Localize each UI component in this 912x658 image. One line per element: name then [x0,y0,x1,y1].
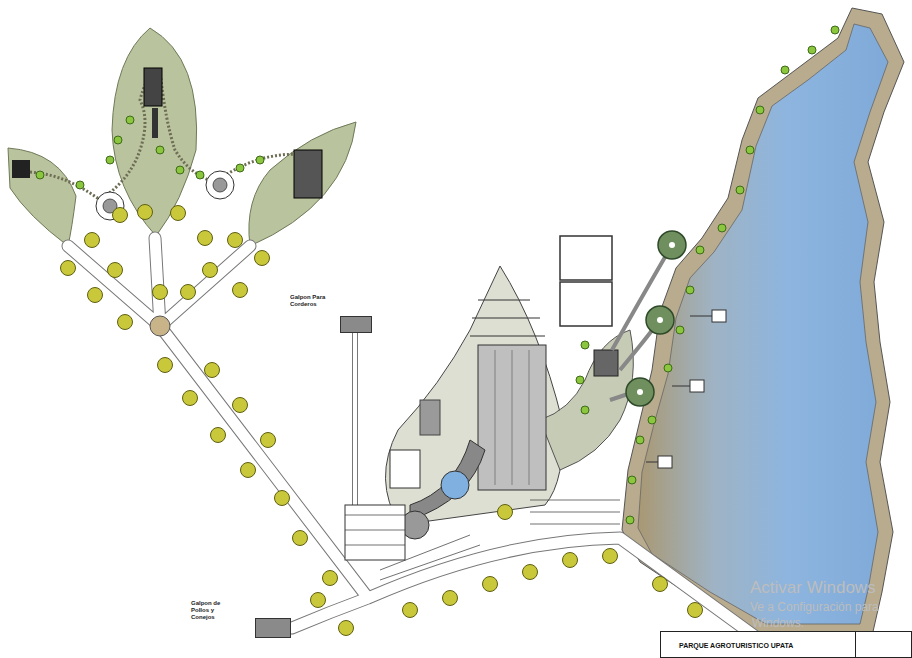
tree-symbol [781,66,789,74]
tree-symbol [241,463,256,478]
tree-symbol [156,146,164,154]
tree-symbol [181,285,196,300]
tree-symbol [198,231,213,246]
title-block-divider [855,632,856,658]
tree-symbol [255,251,270,266]
tree-symbol [256,156,264,164]
title-text: PARQUE AGROTURISTICO UPATA [679,642,793,649]
tree-symbol [61,261,76,276]
title-block: PARQUE AGROTURISTICO UPATA [660,631,912,658]
tree-symbol [233,398,248,413]
tree-symbol [686,286,694,294]
watermark-text: Windows. [752,616,804,630]
tree-symbol [114,136,122,144]
tree-symbol [339,621,354,636]
tree-symbol [126,116,134,124]
tree-symbol [275,491,290,506]
tree-symbol [483,577,498,592]
tree-symbol [676,326,684,334]
tree-symbol [563,553,578,568]
tree-symbol [88,288,103,303]
tree-symbol [576,376,584,384]
tree-symbol [756,106,764,114]
tree-symbol [443,591,458,606]
tree-symbol [736,186,744,194]
tree-symbol [106,156,114,164]
tree-symbol [293,531,308,546]
tree-symbol [523,565,538,580]
shed-box [340,316,372,333]
tree-symbol [183,391,198,406]
tree-symbol [76,181,84,189]
tree-symbol [403,603,418,618]
shed-node: Galpon Para Corderos [290,294,334,308]
tree-symbol [261,433,276,448]
tree-symbol [653,577,668,592]
tree-symbol [113,208,128,223]
shed-label: Galpon de Pollos y Conejos [191,600,237,621]
tree-symbol [648,416,656,424]
tree-symbol [203,263,218,278]
tree-symbol [628,476,636,484]
tree-symbol [746,146,754,154]
tree-symbol [323,571,338,586]
watermark-text: Ve a Configuración para [750,600,879,614]
tree-symbol [36,171,44,179]
tree-symbol [176,166,184,174]
tree-symbol [831,26,839,34]
tree-symbol [808,46,816,54]
tree-symbol [688,603,703,618]
tree-symbol [196,171,204,179]
tree-symbol [498,505,513,520]
tree-symbol [228,233,243,248]
tree-symbol [118,315,133,330]
tree-symbol [138,205,153,220]
tree-symbol [626,516,634,524]
tree-symbol [636,436,644,444]
tree-symbol [158,358,173,373]
tree-symbol [108,263,123,278]
tree-symbol [171,206,186,221]
tree-symbol [153,285,168,300]
tree-symbol [205,363,220,378]
tree-symbol [581,406,589,414]
tree-symbol [603,549,618,564]
shed-box [255,618,291,638]
tree-symbol [233,283,248,298]
tree-symbol [664,364,672,372]
tree-symbol [718,224,726,232]
shed-label: Galpon Para Corderos [290,294,334,308]
tree-symbol [85,233,100,248]
shed-node: Galpon de Pollos y Conejos [191,600,237,621]
tree-symbol [211,428,226,443]
watermark-text: Activar Windows [750,578,876,598]
tree-symbol [581,341,589,349]
tree-symbol [236,164,244,172]
tree-symbol [696,246,704,254]
tree-symbol [311,593,326,608]
